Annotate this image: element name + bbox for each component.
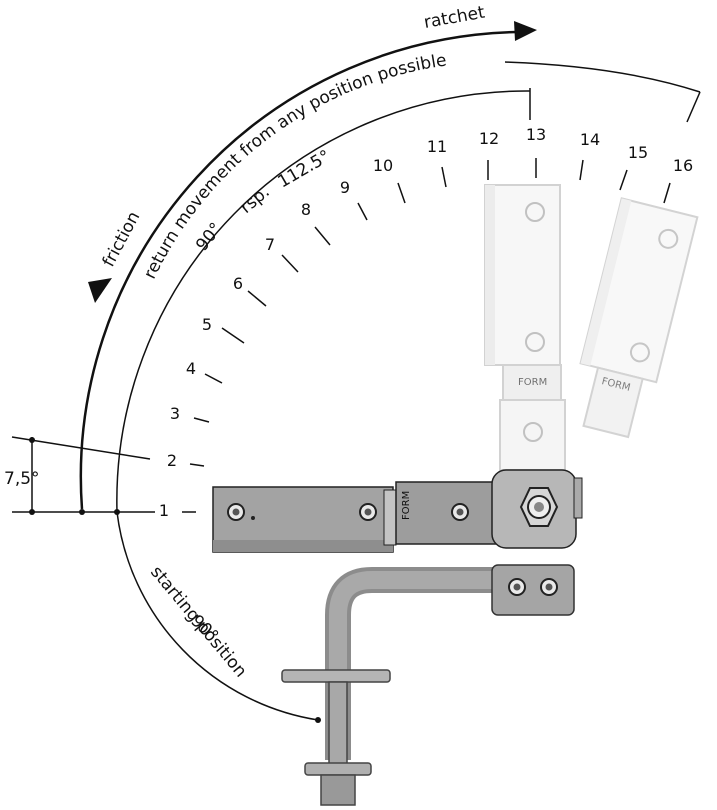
tick-4 bbox=[204, 373, 223, 384]
tick-10 bbox=[397, 182, 406, 204]
position-label-11: 11 bbox=[427, 137, 447, 156]
outer-arc bbox=[79, 30, 518, 510]
position-label-8: 8 bbox=[301, 200, 311, 219]
position-label-13: 13 bbox=[526, 125, 546, 144]
tick-2 bbox=[189, 463, 205, 467]
inner-arc bbox=[116, 90, 531, 513]
tick-11 bbox=[441, 166, 447, 188]
position-label-14: 14 bbox=[580, 130, 600, 149]
tick-7 bbox=[281, 254, 299, 273]
rsp-label: rsp. bbox=[236, 182, 273, 218]
angle-7-5-label: 7,5° bbox=[4, 469, 40, 489]
starting-arc-end bbox=[315, 717, 321, 723]
table-clamp bbox=[281, 564, 575, 806]
position-label-5: 5 bbox=[202, 315, 212, 334]
tick-6 bbox=[247, 290, 267, 307]
position-ticks bbox=[182, 158, 671, 513]
main-bracket: FORM bbox=[212, 469, 583, 553]
tick-15 bbox=[619, 169, 628, 191]
ghost-bracket-vertical: FORM bbox=[484, 184, 566, 471]
ninety-degree-label: 90° bbox=[192, 219, 226, 255]
ghost-bracket-rotated: FORM bbox=[579, 197, 699, 439]
position-label-7: 7 bbox=[265, 235, 275, 254]
position-label-16: 16 bbox=[673, 156, 693, 175]
tick-9 bbox=[357, 202, 368, 221]
tick-16 bbox=[663, 182, 671, 204]
friction-arrowhead bbox=[88, 278, 112, 303]
tick-14 bbox=[579, 159, 584, 181]
position-label-6: 6 bbox=[233, 274, 243, 293]
position-label-2: 2 bbox=[167, 451, 177, 470]
position-label-3: 3 bbox=[170, 404, 180, 423]
tick-5 bbox=[221, 327, 245, 344]
ratchet-arrowhead bbox=[514, 21, 537, 41]
motion-arrows bbox=[79, 21, 537, 510]
ratchet-label: ratchet bbox=[422, 3, 486, 33]
tick-8 bbox=[314, 226, 331, 246]
starting-arc bbox=[116, 511, 319, 721]
tick-3 bbox=[193, 417, 210, 423]
position-label-9: 9 bbox=[340, 178, 350, 197]
position-label-12: 12 bbox=[479, 129, 499, 148]
position-label-15: 15 bbox=[628, 143, 648, 162]
end-mark-16 bbox=[686, 91, 701, 123]
position-label-10: 10 bbox=[373, 156, 393, 175]
position-label-4: 4 bbox=[186, 359, 196, 378]
one-twelve-degree-label: 112.5° bbox=[275, 146, 335, 192]
ghost-brand-mark-1: FORM bbox=[518, 377, 547, 388]
position-label-1: 1 bbox=[159, 501, 169, 520]
brand-mark: FORM bbox=[401, 491, 412, 520]
angle-reference bbox=[11, 436, 155, 515]
return-arc-tail bbox=[504, 61, 701, 93]
